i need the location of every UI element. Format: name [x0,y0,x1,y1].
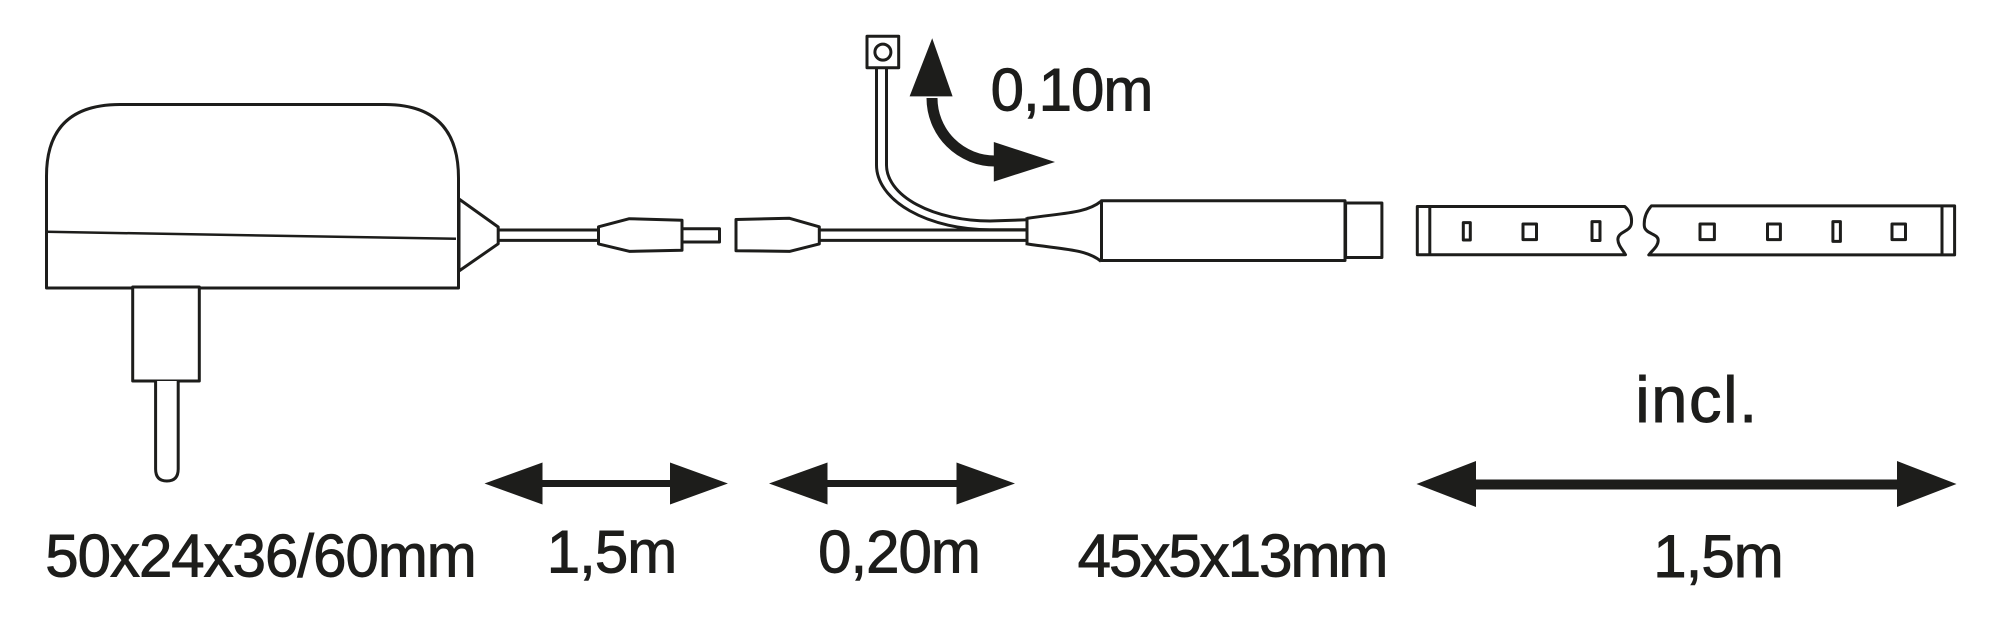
svg-text:incl.: incl. [1635,363,1759,436]
svg-text:0,20m: 0,20m [818,519,980,586]
svg-text:1,5m: 1,5m [1653,523,1782,590]
svg-text:45x5x13mm: 45x5x13mm [1078,523,1387,590]
svg-text:0,10m: 0,10m [991,57,1153,124]
svg-text:50x24x36/60mm: 50x24x36/60mm [45,523,476,590]
svg-text:1,5m: 1,5m [547,519,676,586]
